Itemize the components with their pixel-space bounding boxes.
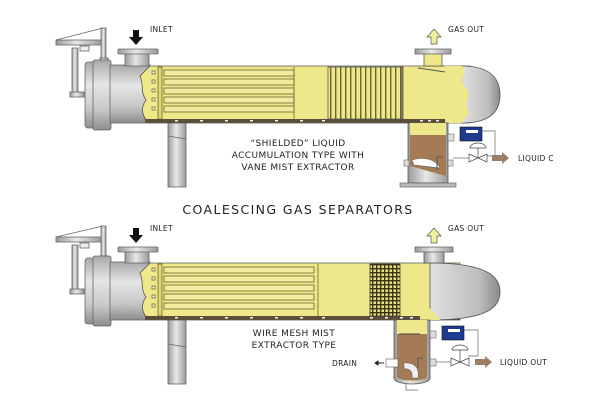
inlet-nozzle xyxy=(124,52,150,67)
gas-out-nozzle xyxy=(423,250,445,264)
inlet-nozzle xyxy=(124,250,150,264)
gas-out-label: GAS OUT xyxy=(448,25,484,34)
support-leg xyxy=(167,120,187,188)
gas-out-arrow-icon xyxy=(426,28,442,45)
caption-line-1: “SHIELDED” LIQUID xyxy=(250,139,345,149)
drain-label: DRAIN xyxy=(332,359,357,368)
caption-line-1: WIRE MESH MIST xyxy=(253,329,335,339)
wire-mesh-mist-extractor xyxy=(369,263,401,317)
caption-line-2: ACCUMULATION TYPE WITH xyxy=(232,151,365,161)
drain-nozzle xyxy=(385,358,399,368)
vessel-head xyxy=(461,65,501,124)
drain-arrow-icon xyxy=(374,360,384,366)
vessel-head xyxy=(429,262,501,321)
gas-out-nozzle xyxy=(423,52,443,67)
inlet-label: INLET xyxy=(150,224,173,233)
gas-out-label: GAS OUT xyxy=(448,224,484,233)
control-valve-icon xyxy=(450,344,470,367)
level-controller xyxy=(459,126,483,142)
coalescer-elements xyxy=(151,66,295,120)
control-valve-icon xyxy=(468,142,488,163)
liquid-out-label: LIQUID C xyxy=(518,154,554,163)
caption-line-3: VANE MIST EXTRACTOR xyxy=(241,163,354,173)
liquid-out-label: LIQUID OUT xyxy=(500,358,547,367)
caption-line-2: EXTRACTOR TYPE xyxy=(252,341,337,351)
liquid-out-arrow-icon xyxy=(475,356,492,368)
inlet-label: INLET xyxy=(150,25,173,34)
diagram-title: COALESCING GAS SEPARATORS xyxy=(182,202,413,217)
separator-bottom: INLET GAS OUT xyxy=(55,224,547,391)
instrument-piping xyxy=(55,225,109,295)
support-leg xyxy=(167,317,187,385)
coalescer-elements xyxy=(151,263,319,317)
level-controller xyxy=(441,325,465,341)
vane-mist-extractor xyxy=(327,66,404,120)
inlet-arrow-icon xyxy=(129,228,143,243)
separator-top: INLET xyxy=(55,25,554,188)
inlet-arrow-icon xyxy=(129,30,143,45)
liquid-out-arrow-icon xyxy=(492,152,509,164)
gas-out-arrow-icon xyxy=(426,227,442,244)
